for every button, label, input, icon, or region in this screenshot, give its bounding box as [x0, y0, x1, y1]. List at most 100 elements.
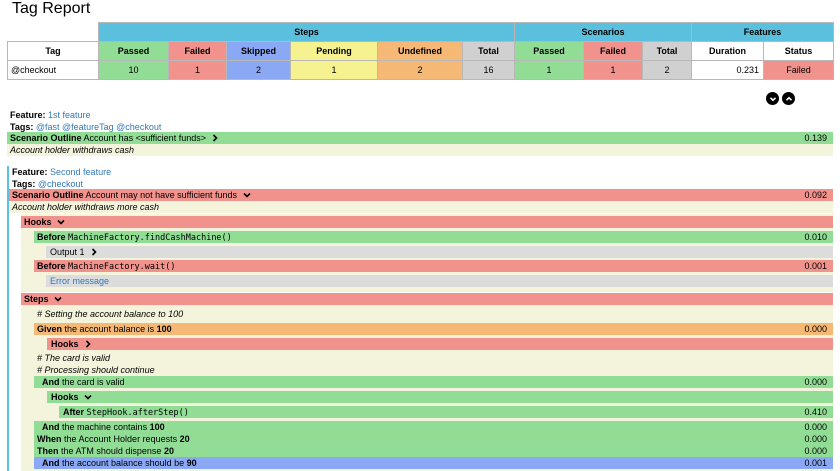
feature-tags: Tags: @fast @featureTag @checkout [7, 121, 161, 133]
scenario-row[interactable]: Scenario Outline Account has <sufficient… [7, 132, 833, 144]
scenarios-group-header: Scenarios [514, 22, 693, 42]
scenarios-total-header[interactable]: Total [642, 41, 693, 61]
step-row: And the account balance should be 90 0.0… [34, 457, 833, 469]
output-label: Output 1 [50, 247, 85, 257]
hook-duration: 0.010 [804, 232, 827, 242]
steps-failed-header[interactable]: Failed [168, 41, 227, 61]
step-keyword: When [37, 434, 62, 444]
feature-2: Feature: Second feature Tags: @checkout … [7, 166, 833, 471]
tag-cell[interactable]: @checkout [7, 60, 99, 80]
feature-keyword: Feature: [12, 167, 48, 177]
steps-passed-header[interactable]: Passed [98, 41, 169, 61]
feature-name-link[interactable]: Second feature [50, 167, 112, 177]
steps-toggle[interactable]: Steps [21, 293, 833, 305]
step-duration: 0.000 [804, 377, 827, 387]
output-toggle[interactable]: Output 1 [46, 246, 833, 258]
step-comment: # Setting the account balance to 100 [37, 309, 184, 319]
steps-failed-cell: 1 [168, 60, 227, 80]
steps-skipped-header[interactable]: Skipped [226, 41, 291, 61]
scenarios-passed-header[interactable]: Passed [514, 41, 585, 61]
hook-name: MachineFactory.findCashMachine() [68, 233, 232, 243]
step-text: the card is valid [62, 377, 125, 387]
steps-total-header[interactable]: Total [461, 41, 516, 61]
hook-keyword: After [63, 407, 85, 417]
step-argument: 100 [156, 324, 172, 334]
feature-title: Feature: 1st feature [7, 109, 91, 121]
steps-skipped-cell: 2 [226, 60, 291, 80]
step-keyword: Then [37, 446, 59, 456]
feature-keyword: Feature: [10, 110, 46, 120]
feature-tags: Tags: @checkout [9, 178, 83, 190]
step-duration: 0.000 [804, 422, 827, 432]
step-duration: 0.000 [804, 446, 827, 456]
step-row: Given the account balance is 100 0.000 [34, 323, 833, 335]
empty-corner [7, 22, 99, 42]
scenarios-total-cell: 2 [642, 60, 693, 80]
step-row: And the card is valid 0.000 [34, 376, 833, 388]
steps-total-cell: 16 [461, 60, 516, 80]
scenario-duration: 0.139 [804, 133, 827, 143]
expand-all-button[interactable] [766, 92, 779, 105]
tags-label: Tags: [10, 122, 34, 132]
hook-name: MachineFactory.wait() [68, 262, 176, 272]
step-row: When the Account Holder requests 20 0.00… [34, 433, 833, 445]
chevron-down-icon [84, 394, 92, 400]
scenario-name: Account may not have sufficient funds [85, 190, 237, 200]
step-row: And the machine contains 100 0.000 [34, 421, 833, 433]
scenario-row[interactable]: Scenario Outline Account may not have su… [9, 189, 833, 201]
tags-link[interactable]: @fast @featureTag @checkout [35, 122, 162, 132]
scenarios-failed-header[interactable]: Failed [583, 41, 644, 61]
tag-summary-table: Steps Scenarios Features Tag Passed Fail… [7, 22, 835, 80]
status-header[interactable]: Status [763, 41, 835, 61]
hook-duration: 0.001 [804, 261, 827, 271]
status-cell: Failed [763, 60, 835, 80]
step-argument: 90 [186, 458, 197, 468]
step-text: the account balance should be [62, 458, 185, 468]
step-keyword: And [42, 458, 60, 468]
error-message-toggle[interactable]: Error message [46, 275, 833, 287]
step-hooks-toggle[interactable]: Hooks [47, 391, 833, 403]
scenarios-passed-cell: 1 [514, 60, 585, 80]
tags-label: Tags: [12, 179, 36, 189]
feature-name-link[interactable]: 1st feature [48, 110, 91, 120]
scenario-description: Account holder withdraws cash [7, 144, 833, 156]
step-keyword: And [42, 422, 60, 432]
steps-undefined-header[interactable]: Undefined [377, 41, 463, 61]
before-hook-row: Before MachineFactory.wait() 0.001 [34, 260, 833, 272]
step-duration: 0.000 [804, 324, 827, 334]
page-title: Tag Report [12, 0, 91, 17]
scenarios-failed-cell: 1 [583, 60, 644, 80]
chevron-down-icon [769, 96, 776, 101]
chevron-down-icon [54, 296, 62, 302]
feature-1: Feature: 1st feature Tags: @fast @featur… [7, 109, 833, 157]
hook-keyword: Before [37, 232, 66, 242]
steps-pending-cell: 1 [290, 60, 378, 80]
collapse-all-button[interactable] [782, 92, 795, 105]
hook-keyword: Before [37, 261, 66, 271]
step-comment: # The card is valid [37, 353, 111, 363]
steps-passed-cell: 10 [98, 60, 169, 80]
step-duration: 0.000 [804, 434, 827, 444]
scenario-description: Account holder withdraws more cash [9, 201, 833, 213]
step-argument: 100 [149, 422, 165, 432]
table-row: @checkout 10 1 2 1 2 16 1 1 2 0.231 Fail… [7, 60, 835, 80]
error-message-link[interactable]: Error message [50, 276, 110, 286]
chevron-right-icon [91, 248, 97, 256]
scenario-keyword: Scenario Outline [12, 190, 84, 200]
steps-group-header: Steps [97, 22, 516, 42]
tag-header[interactable]: Tag [7, 41, 99, 61]
step-hooks-toggle[interactable]: Hooks [47, 338, 833, 350]
step-duration: 0.001 [804, 458, 827, 468]
step-text: the Account Holder requests [64, 434, 178, 444]
hooks-label: Hooks [24, 217, 52, 227]
chevron-down-icon [57, 219, 65, 225]
tags-link[interactable]: @checkout [37, 179, 84, 189]
step-keyword: Given [37, 324, 63, 334]
step-text: the ATM should dispense [61, 446, 162, 456]
chevron-up-icon [785, 96, 792, 101]
duration-header[interactable]: Duration [691, 41, 765, 61]
scenario-keyword: Scenario Outline [10, 133, 82, 143]
steps-pending-header[interactable]: Pending [290, 41, 378, 61]
hooks-toggle[interactable]: Hooks [21, 216, 833, 228]
scenario-name: Account has <sufficient funds> [83, 133, 206, 143]
